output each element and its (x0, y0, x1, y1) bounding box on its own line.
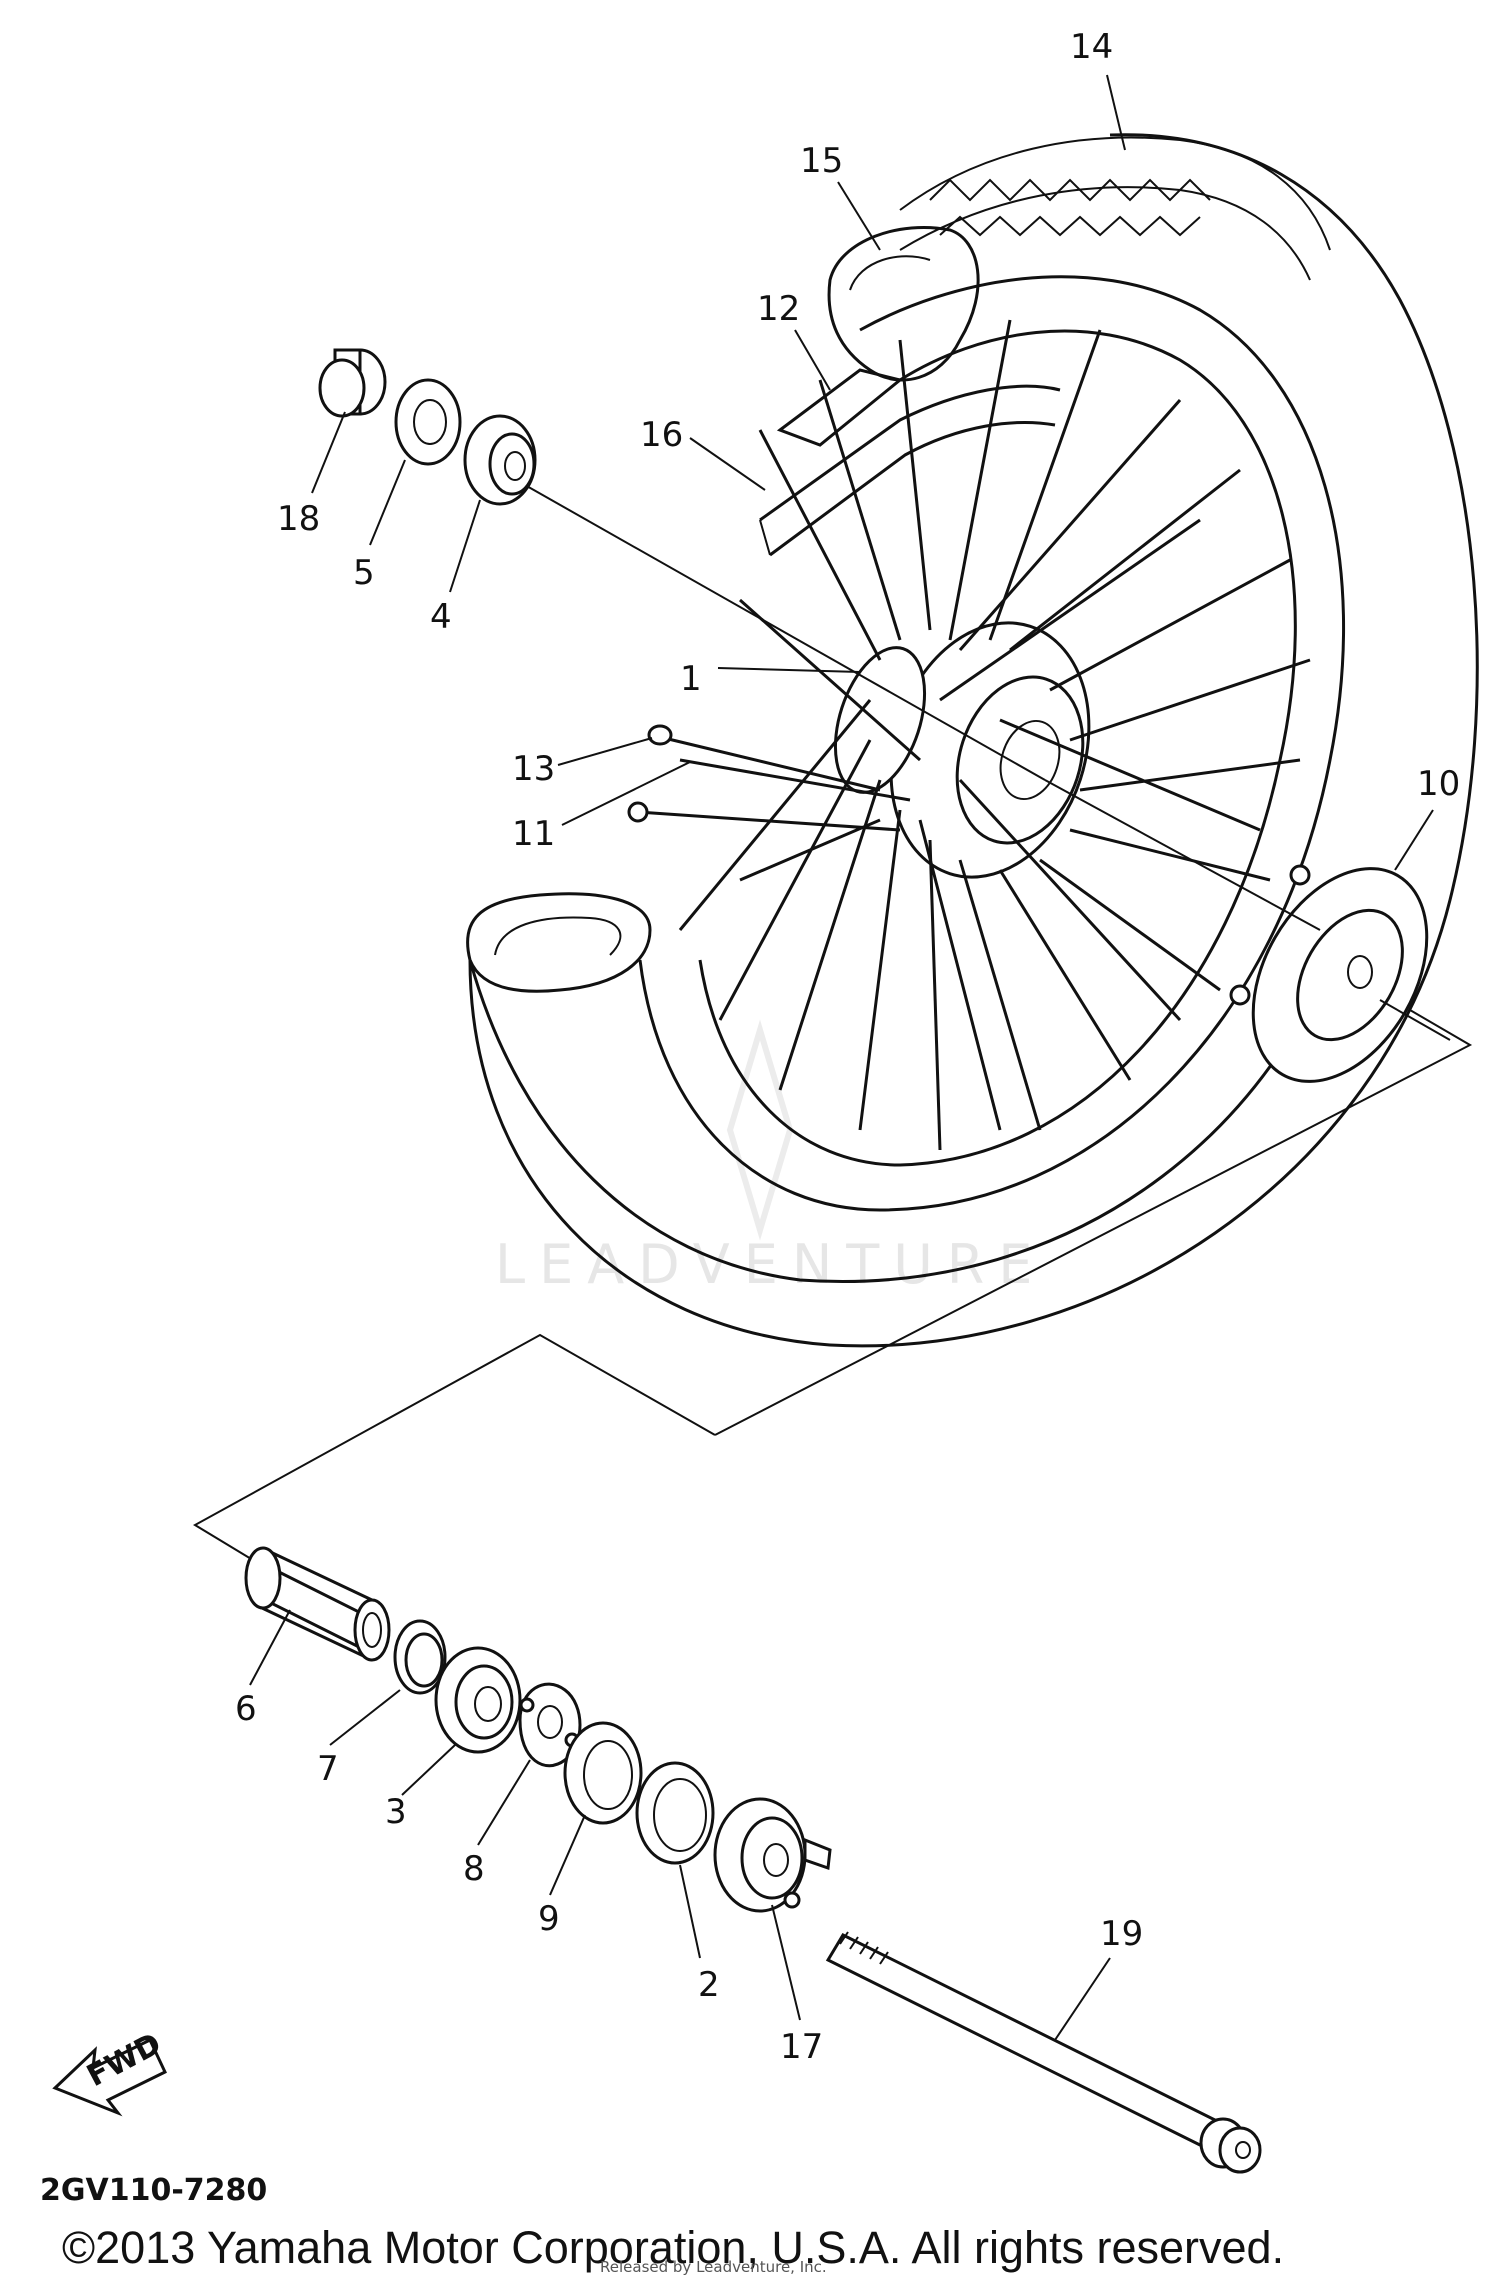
callout-6: 6 (235, 1689, 257, 1729)
assembly-guide-lines (193, 999, 1473, 1641)
overlay-note: Released by Leadventure, Inc. (600, 2258, 827, 2276)
callout-19: 19 (1100, 1914, 1143, 1954)
callout-2: 2 (698, 1965, 720, 2005)
retainer-part (518, 1682, 582, 1768)
callout-14: 14 (1070, 27, 1113, 67)
watermark-text: LEADVENTURE (495, 1233, 1046, 1296)
upper-bearings (318, 348, 537, 506)
callout-13: 13 (512, 749, 555, 789)
copyright-text: ©2013 Yamaha Motor Corporation, U.S.A. A… (62, 2222, 1284, 2273)
callout-15: 15 (800, 141, 843, 181)
callout-3: 3 (385, 1792, 407, 1832)
callout-16: 16 (640, 415, 683, 455)
callout-5: 5 (353, 553, 375, 593)
callout-17: 17 (780, 2027, 823, 2067)
callout-1: 1 (680, 659, 702, 699)
bearing-part (434, 1646, 522, 1754)
axle-part (825, 1931, 1262, 2174)
callout-4: 4 (430, 597, 452, 637)
callout-numbers: 14 15 12 16 18 5 4 1 13 11 10 6 7 3 8 9 … (235, 27, 1460, 2067)
callout-12: 12 (757, 289, 800, 329)
gear-unit-part (713, 1797, 832, 1913)
callout-10: 10 (1417, 764, 1460, 804)
spokes (678, 319, 1311, 1151)
fwd-arrow-icon: FWD (52, 2026, 167, 2117)
callout-8: 8 (463, 1849, 485, 1889)
diagram-code: 2GV110-7280 (40, 2173, 267, 2208)
callout-18: 18 (277, 499, 320, 539)
washer-part (563, 1721, 643, 1825)
callout-7: 7 (317, 1749, 339, 1789)
leader-lines (249, 74, 1434, 2041)
collar-part (244, 1546, 391, 1662)
oil-seal-part (635, 1761, 715, 1865)
wheel-assembly (466, 133, 1479, 1348)
tire-tread-pattern (929, 178, 1211, 237)
spacer-part (393, 1619, 447, 1695)
callout-9: 9 (538, 1899, 560, 1939)
callout-11: 11 (512, 814, 555, 854)
